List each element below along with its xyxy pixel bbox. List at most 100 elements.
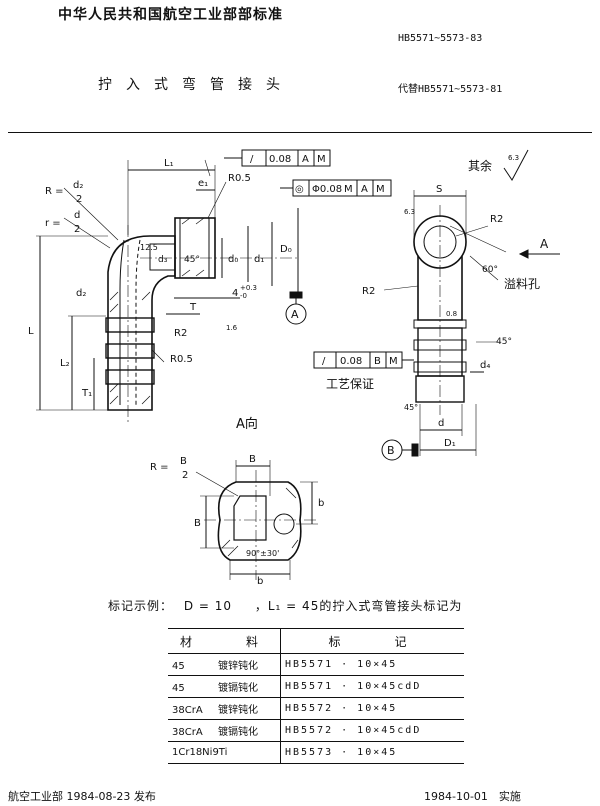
document-title: 拧入式弯管接头: [98, 77, 294, 93]
frame-mid-modifier1: M: [344, 184, 353, 195]
footer-effective: 1984-10-01 实施: [424, 790, 521, 803]
datum-A-label: A: [291, 308, 299, 321]
view-a-b-bottom: b: [257, 576, 263, 587]
overflow-hole-label: 溢料孔: [504, 277, 540, 291]
dim-dz: d₂: [76, 288, 86, 299]
view-a-B-num: B: [180, 456, 187, 467]
dim-L2: L₂: [60, 358, 70, 369]
frame-top-datum: A: [302, 154, 309, 165]
table-row: 1Cr18Ni9Ti HB5573 · 10×45: [168, 741, 464, 764]
rest-roughness-value: 6.3: [508, 154, 519, 162]
material-cell: 45 镀镉钝化: [168, 675, 281, 698]
issuing-organization: 中华人民共和国航空工业部部标准: [58, 7, 283, 23]
material-grade: 38CrA: [172, 727, 203, 738]
angle-45-side: 45°: [496, 337, 512, 347]
footer-issued: 航空工业部 1984-08-23 发布: [8, 790, 156, 803]
view-a-B-den: 2: [182, 470, 188, 481]
marking-example-dia: D = 10: [183, 599, 233, 613]
standard-number: HB5571~5573-83: [398, 33, 483, 44]
dim-d1: d₁: [254, 254, 264, 265]
roughness-6-3-side: 6.3: [404, 208, 415, 216]
material-cell: 38CrA 镀镉钝化: [168, 719, 281, 742]
header-mark: 标 记: [280, 628, 464, 654]
mark-cell: HB5571 · 10×45: [280, 653, 464, 676]
view-arrow-A: A: [540, 237, 549, 251]
side-view-body: [313, 149, 560, 461]
angle-60: 60°: [482, 265, 498, 275]
view-a-b-right: b: [318, 498, 324, 509]
frame-top-modifier: M: [317, 154, 326, 165]
material-grade: 45: [172, 683, 185, 694]
material-treatment: 镀镉钝化: [218, 727, 258, 738]
header-material: 材 料: [168, 628, 281, 654]
table-header-row: 材 料 标 记: [168, 628, 464, 654]
view-a-B-left: B: [194, 518, 201, 529]
frame-B-symbol: /: [322, 356, 326, 367]
dim-thread-tol2: -0: [240, 292, 247, 300]
roughness-1-6: 1.6: [226, 324, 238, 332]
mark-cell: HB5572 · 10×45: [280, 697, 464, 720]
dim-T1: T₁: [81, 388, 92, 399]
dim-thread: 4: [232, 288, 238, 299]
table-row: 38CrA 镀镉钝化 HB5572 · 10×45cdD: [168, 719, 464, 742]
dim-L1: L₁: [164, 158, 174, 169]
frame-B-datum: B: [374, 356, 381, 367]
label-d-den: 2: [74, 224, 80, 235]
datum-B-label: B: [387, 444, 395, 457]
label-R2-side: R2: [362, 286, 375, 297]
rest-roughness-label: 其余: [468, 158, 492, 173]
label-r-d: r =: [45, 218, 61, 229]
marking-example: 标记示例： D = 10 ，L₁ = 45的拧入式弯管接头标记为: [108, 597, 462, 614]
dim-d: d: [438, 418, 444, 429]
material-treatment: 镀镉钝化: [218, 683, 258, 694]
mark-cell: HB5571 · 10×45cdD: [280, 675, 464, 698]
marking-example-rest: ，L₁ = 45的拧入式弯管接头标记为: [254, 599, 463, 613]
view-a-angle: 90°±30': [246, 549, 279, 558]
replaces-note: 代替HB5571~5573-81: [398, 84, 503, 95]
dim-D0: D₀: [280, 244, 292, 255]
label-R-d2: R =: [45, 186, 64, 197]
frame-mid-datum: A: [361, 184, 368, 195]
material-table: 材 料 标 记 45 镀锌钝化 HB5571 · 10×45 45 镀镉钝化 HB5…: [168, 628, 464, 764]
label-d2-den: 2: [76, 194, 82, 205]
technical-drawing: L₁ e₁ R0.5 R = d₂ 2 r = d 2 12.5 45° d₃ …: [28, 149, 560, 587]
view-a-caption: A向: [236, 416, 258, 432]
material-treatment: 镀锌钝化: [218, 705, 258, 716]
dim-d4: d₄: [480, 360, 490, 371]
mark-cell: HB5572 · 10×45cdD: [280, 719, 464, 742]
label-R05-bottom: R0.5: [170, 354, 193, 365]
dim-d3: d₃: [158, 255, 168, 265]
table-row: 45 镀锌钝化 HB5571 · 10×45: [168, 653, 464, 676]
roughness-0-8: 0.8: [446, 310, 457, 318]
frame-mid-tolerance: Φ0.08: [312, 184, 342, 195]
process-guarantee-label: 工艺保证: [326, 377, 374, 391]
angle-45: 45°: [184, 255, 200, 265]
angle-45-bottom: 45°: [404, 403, 418, 412]
label-d-num: d: [74, 210, 80, 221]
dim-D1: D₁: [444, 438, 456, 449]
frame-top-symbol: /: [250, 154, 254, 165]
dim-L: L: [28, 326, 34, 337]
material-cell: 1Cr18Ni9Ti: [168, 741, 281, 764]
roughness-12-5: 12.5: [140, 243, 158, 252]
table-row: 45 镀镉钝化 HB5571 · 10×45cdD: [168, 675, 464, 698]
marking-example-label: 标记示例：: [108, 599, 174, 613]
main-view-body: [36, 149, 392, 425]
material-grade: 45: [172, 661, 185, 672]
view-a-R: R =: [150, 462, 169, 473]
material-grade: 1Cr18Ni9Ti: [172, 747, 228, 758]
material-treatment: 镀锌钝化: [218, 661, 258, 672]
view-a-body: [195, 460, 318, 580]
dim-thread-tol: +0.3: [240, 284, 257, 292]
frame-B-tolerance: 0.08: [340, 356, 362, 367]
frame-mid-symbol: ◎: [295, 184, 304, 195]
dim-T: T: [189, 302, 197, 313]
label-R2: R2: [174, 328, 187, 339]
frame-mid-modifier2: M: [376, 184, 385, 195]
frame-B-modifier: M: [389, 356, 398, 367]
label-d2-num: d₂: [73, 180, 83, 191]
dim-S: S: [436, 184, 442, 195]
material-cell: 45 镀锌钝化: [168, 653, 281, 676]
